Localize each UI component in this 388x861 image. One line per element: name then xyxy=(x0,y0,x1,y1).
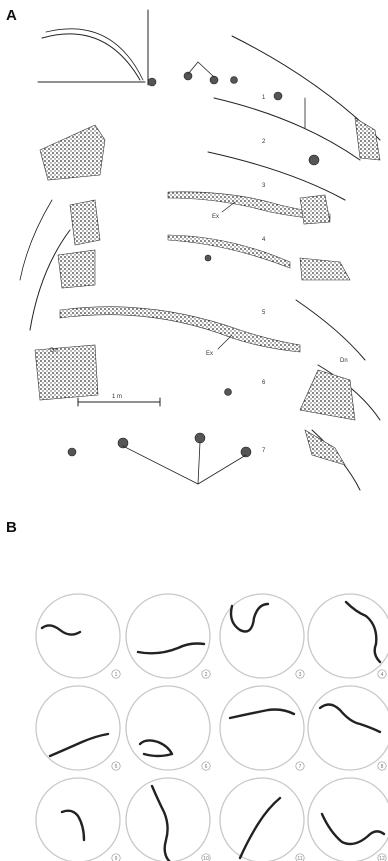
arena-number: 5 xyxy=(115,764,118,770)
arena-circle xyxy=(126,778,210,861)
panel-b: B 123456789101112 xyxy=(6,519,388,861)
track-label: Ex xyxy=(212,214,219,220)
panel-a: A xyxy=(6,7,380,490)
arena-circle xyxy=(220,686,304,770)
arena-8: 8 xyxy=(308,686,388,770)
track-label: Ex xyxy=(206,351,213,357)
trajectory-path xyxy=(320,704,380,732)
arena-number: 1 xyxy=(115,672,118,678)
arena-number: 9 xyxy=(115,856,118,861)
sector-number: 6 xyxy=(262,380,266,386)
arena-circle xyxy=(36,778,120,861)
arena-9: 9 xyxy=(36,778,120,861)
trajectory-path xyxy=(230,710,294,719)
arena-2: 2 xyxy=(126,594,210,678)
arena-4: 4 xyxy=(308,594,388,678)
arena-number: 12 xyxy=(379,856,385,861)
arena-number: 4 xyxy=(381,672,384,678)
panel-b-letter: B xyxy=(6,519,17,536)
arena-6: 6 xyxy=(126,686,210,770)
arena-circle xyxy=(126,594,210,678)
arena-number: 8 xyxy=(381,764,384,770)
corner-label: Dn xyxy=(340,358,348,364)
arena-number: 11 xyxy=(297,856,302,861)
trajectory-path xyxy=(138,644,204,654)
panel-a-letter: A xyxy=(6,7,17,24)
arena-5: 5 xyxy=(36,686,120,770)
sector-numbers: 1 2 3 4 5 6 7 xyxy=(262,95,266,454)
sector-number: 4 xyxy=(262,237,266,243)
arena-grid: 123456789101112 xyxy=(36,594,388,861)
arena-12: 12 xyxy=(308,778,388,861)
sector-number: 7 xyxy=(262,448,266,454)
sector-number: 5 xyxy=(262,310,266,316)
arena-circle xyxy=(308,686,388,770)
trajectory-path xyxy=(231,604,268,632)
arena-number: 6 xyxy=(205,764,208,770)
arena-number: 2 xyxy=(205,672,208,678)
trajectory-path xyxy=(322,814,384,844)
arena-11: 11 xyxy=(220,778,304,861)
arena-3: 3 xyxy=(220,594,304,678)
arena-circle xyxy=(126,686,210,770)
arena-circle xyxy=(36,594,120,678)
arena-circle xyxy=(36,686,120,770)
corner-label: Dn xyxy=(50,348,58,354)
arena-number: 10 xyxy=(203,856,209,861)
trajectory-path xyxy=(42,625,80,634)
sector-number: 1 xyxy=(262,95,266,101)
trajectory-path xyxy=(346,602,380,662)
trajectory-path xyxy=(62,811,84,840)
arena-number: 3 xyxy=(299,672,302,678)
trajectory-path xyxy=(140,740,172,756)
scale-label: 1 m xyxy=(112,394,122,400)
sector-number: 3 xyxy=(262,183,266,189)
arena-1: 1 xyxy=(36,594,120,678)
small-deposits xyxy=(68,62,319,484)
arena-circle xyxy=(308,778,388,861)
arena-number: 7 xyxy=(299,764,302,770)
trajectory-path xyxy=(152,786,170,861)
inset-diagram xyxy=(38,10,156,86)
arena-7: 7 xyxy=(220,686,304,770)
trajectory-path xyxy=(50,734,108,756)
trajectory-path xyxy=(240,798,280,858)
deposit-tracks xyxy=(35,118,380,465)
arena-10: 10 xyxy=(126,778,210,861)
sector-number: 2 xyxy=(262,139,266,145)
